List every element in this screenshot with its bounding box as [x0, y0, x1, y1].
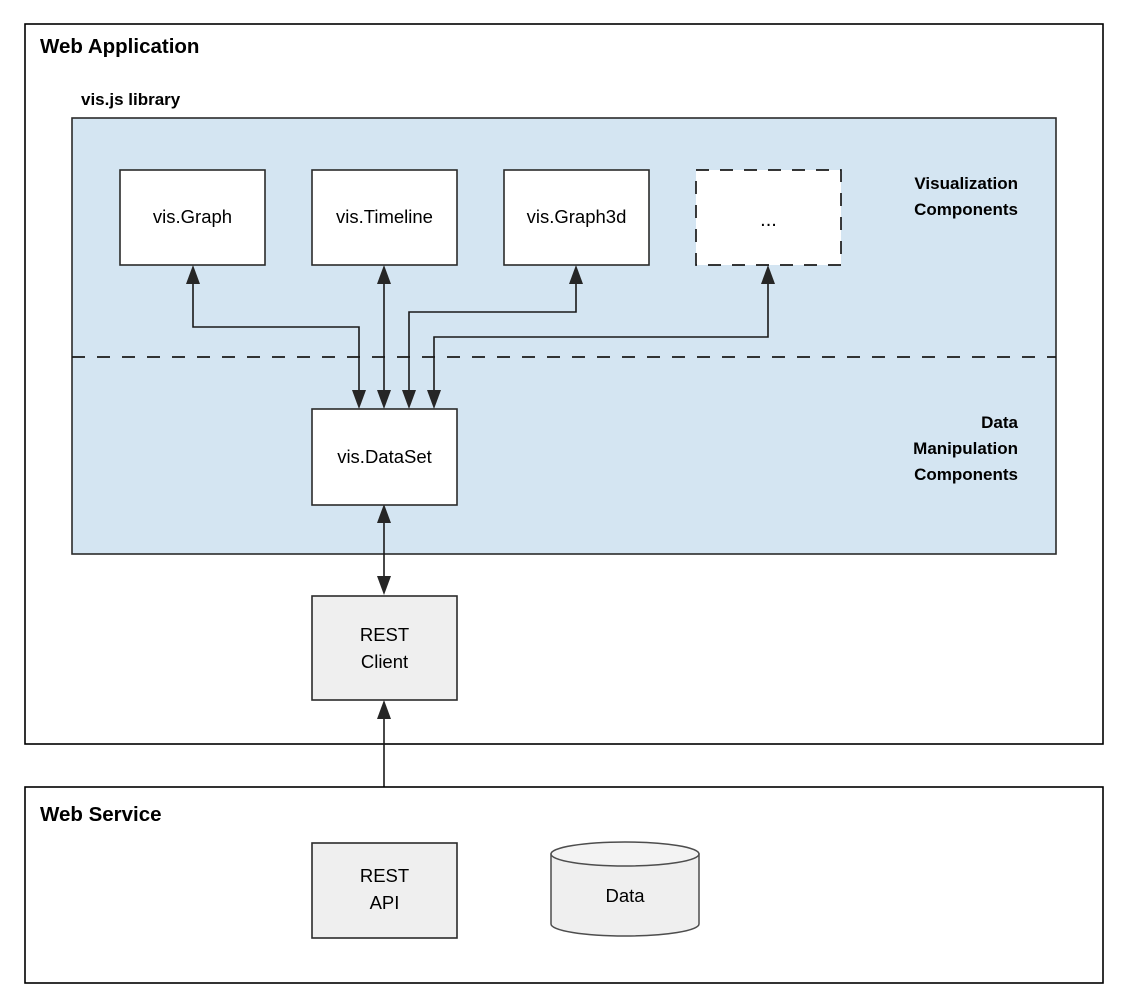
arrowhead-to-rest-client [377, 576, 391, 595]
connector-dataset-vis-graph [192, 283, 360, 392]
arrowhead-to-more-components [761, 265, 775, 284]
box-rest-client-label-line2: Client [361, 651, 408, 672]
box-vis-graph3d[interactable] [503, 169, 650, 266]
arrowhead-to-dataset-from-vis-graph [352, 390, 366, 409]
box-rest-client[interactable] [311, 595, 458, 701]
box-vis-timeline-label: vis.Timeline [336, 206, 433, 227]
box-rest-api-label-line1: REST [360, 865, 409, 886]
zone-label-data-manipulation-line3: Components [914, 465, 1018, 484]
connector-dataset-vis-graph3d [408, 283, 577, 392]
cylinder-body [550, 853, 700, 937]
box-vis-graph[interactable] [119, 169, 266, 266]
box-vis-dataset[interactable] [311, 408, 458, 506]
arrowhead-to-vis-graph3d [569, 265, 583, 284]
arrowhead-to-dataset-from-rest-client [377, 504, 391, 523]
arrowhead-to-vis-timeline [377, 265, 391, 284]
zone-label-visualization-line2: Components [914, 200, 1018, 219]
cylinder-top [550, 841, 700, 867]
connector-dataset-more-components [433, 283, 769, 392]
box-vis-graph-label: vis.Graph [153, 206, 232, 227]
zone-label-data-manipulation-line1: Data [981, 413, 1018, 432]
box-vis-graph3d-label: vis.Graph3d [527, 206, 627, 227]
zone-label-visualization-line1: Visualization [914, 174, 1018, 193]
box-more-components-label: ... [760, 209, 777, 231]
arrowhead-to-dataset-from-more-components [427, 390, 441, 409]
arrowhead-to-vis-graph [186, 265, 200, 284]
library-panel-title: vis.js library [81, 90, 181, 109]
box-rest-client-label-line1: REST [360, 624, 409, 645]
arrowhead-to-rest-client-from-api [377, 700, 391, 719]
box-rest-api[interactable] [311, 842, 458, 939]
box-more-components[interactable] [695, 169, 842, 266]
box-vis-dataset-label: vis.DataSet [337, 446, 432, 467]
zone-label-data-manipulation-line2: Manipulation [913, 439, 1018, 458]
frame-web-service-title: Web Service [40, 803, 162, 826]
box-vis-timeline[interactable] [311, 169, 458, 266]
frame-web-application-title: Web Application [40, 35, 199, 58]
cylinder-data-store-label: Data [605, 885, 645, 906]
box-rest-api-label-line2: API [370, 892, 400, 913]
arrowhead-to-dataset-from-vis-timeline [377, 390, 391, 409]
arrowhead-to-dataset-from-vis-graph3d [402, 390, 416, 409]
cylinder-data-store[interactable] [550, 841, 700, 937]
